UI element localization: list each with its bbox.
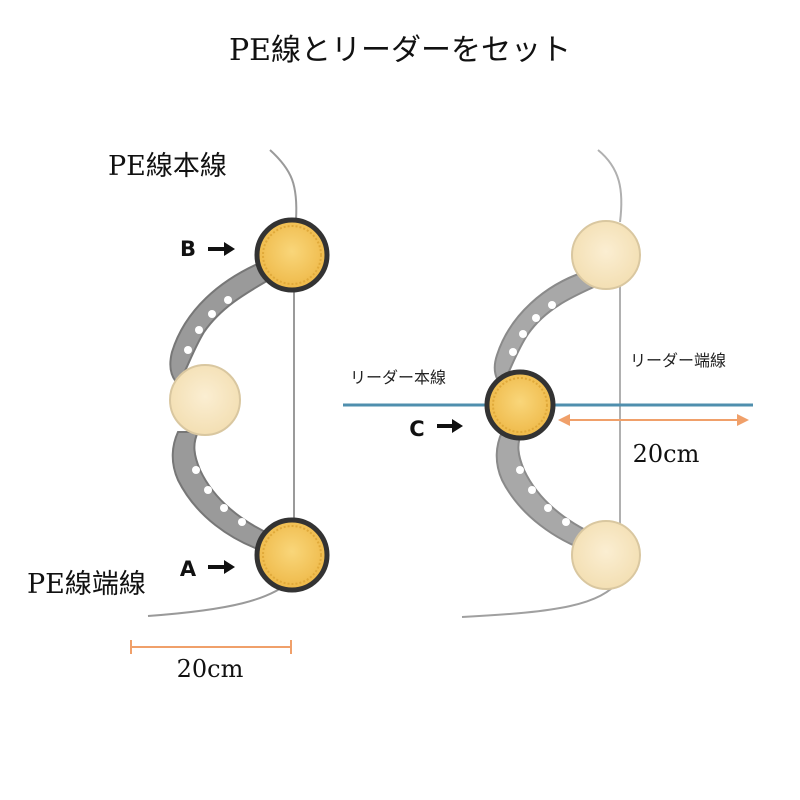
right-ring-bottom-faded (571, 520, 641, 590)
marker-c-label: C (409, 417, 424, 441)
ring-b-active (254, 217, 330, 293)
ring-middle-faded (169, 364, 241, 436)
marker-b-arrow-icon (208, 242, 235, 256)
measure-arrow-left-icon (558, 414, 570, 426)
right-ring-top-faded (571, 220, 641, 290)
right-measure-label: 20cm (633, 440, 700, 468)
leader-main-line-label: リーダー本線 (350, 368, 446, 387)
page-title: PE線とリーダーをセット (229, 33, 571, 68)
pe-main-line (269, 149, 298, 221)
marker-a-arrow-icon (208, 560, 235, 574)
leader-end-line-label: リーダー端線 (630, 351, 726, 370)
pe-end-line-label: PE線端線 (27, 569, 146, 600)
right-tool-holes (509, 301, 570, 526)
marker-c-arrow-icon (437, 419, 463, 433)
measure-arrow-right-icon (737, 414, 749, 426)
marker-a-label: A (180, 557, 197, 581)
tool-upper-arm (169, 260, 274, 386)
ring-c-active (484, 369, 556, 441)
right-main-line (597, 149, 623, 223)
tool-lower-arm (171, 431, 276, 554)
marker-b-label: B (180, 237, 196, 261)
right-panel: C リーダー本線 リーダー端線 20cm (343, 149, 753, 618)
tool-holes (184, 296, 246, 526)
left-measure-label: 20cm (177, 655, 244, 683)
left-panel: B A PE線本線 PE線端線 20cm (27, 149, 330, 683)
right-tool-upper-arm (493, 270, 598, 387)
pe-main-line-label: PE線本線 (108, 151, 227, 182)
ring-a-active (254, 517, 330, 593)
